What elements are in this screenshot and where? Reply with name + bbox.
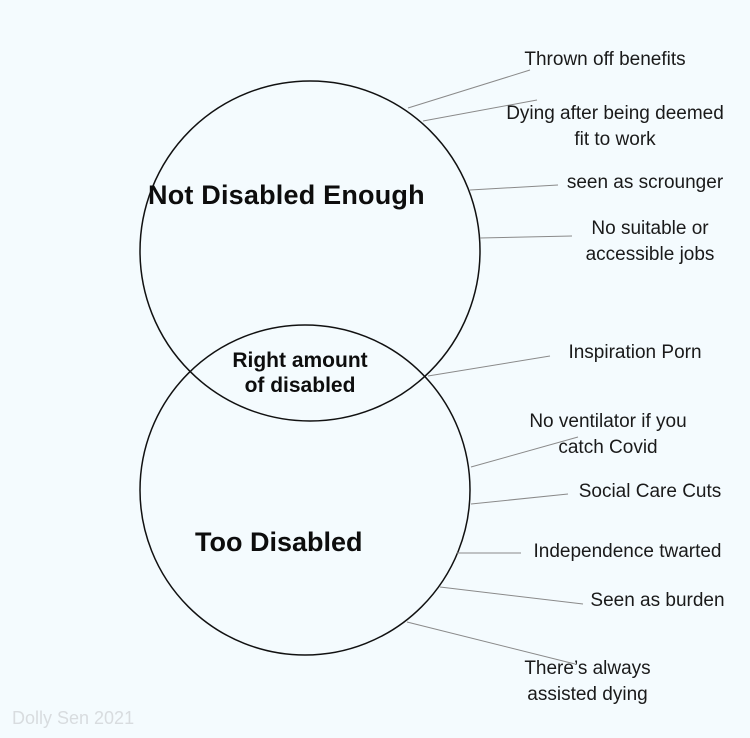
annotation-dying-fit-to-work: Dying after being deemed fit to work xyxy=(485,101,745,153)
label-not-disabled-enough: Not Disabled Enough xyxy=(148,180,425,210)
annotation-independence-twarted: Independence twarted xyxy=(515,539,740,565)
label-right-amount-line1: Right amount xyxy=(232,349,368,372)
connector-line xyxy=(479,235,573,239)
annotation-text: fit to work xyxy=(574,129,656,150)
circle-too-disabled xyxy=(139,324,471,656)
annotation-text: Inspiration Porn xyxy=(568,342,702,363)
connector-line xyxy=(406,621,576,665)
annotation-text: Independence twarted xyxy=(533,541,722,562)
annotation-text: Seen as burden xyxy=(590,590,725,611)
connector-line xyxy=(439,586,584,605)
author-credit: Dolly Sen 2021 xyxy=(12,708,135,728)
connector-line xyxy=(407,69,531,109)
connector-line xyxy=(469,184,559,191)
annotation-text: No ventilator if you xyxy=(529,411,687,432)
annotation-thrown-off-benefits: Thrown off benefits xyxy=(500,47,710,73)
annotation-social-care-cuts: Social Care Cuts xyxy=(560,479,740,505)
annotation-assisted-dying: There’s always assisted dying xyxy=(500,656,675,708)
annotation-text: Dying after being deemed xyxy=(506,103,724,124)
label-too-disabled: Too Disabled xyxy=(195,527,363,557)
annotation-text: Social Care Cuts xyxy=(578,481,722,502)
annotation-seen-as-burden: Seen as burden xyxy=(575,588,740,614)
annotation-inspiration-porn: Inspiration Porn xyxy=(545,340,725,366)
connector-line xyxy=(427,355,551,377)
label-right-amount: Right amount of disabled xyxy=(200,348,400,398)
circle-not-disabled-enough xyxy=(139,80,481,422)
annotation-text: There’s always xyxy=(524,658,651,679)
annotation-no-suitable-jobs: No suitable or accessible jobs xyxy=(560,216,740,268)
annotation-text: assisted dying xyxy=(527,684,648,705)
connector-line xyxy=(470,436,579,468)
annotation-no-ventilator: No ventilator if you catch Covid xyxy=(508,409,708,461)
annotation-text: No suitable or xyxy=(591,218,709,239)
annotation-text: catch Covid xyxy=(558,437,658,458)
connector-line xyxy=(470,493,569,505)
connector-line xyxy=(422,99,538,122)
label-right-amount-line2: of disabled xyxy=(244,374,356,397)
annotation-text: seen as scrounger xyxy=(566,172,724,193)
annotation-text: Thrown off benefits xyxy=(524,49,686,70)
annotation-scrounger: seen as scrounger xyxy=(545,170,745,196)
annotation-text: accessible jobs xyxy=(585,244,715,265)
